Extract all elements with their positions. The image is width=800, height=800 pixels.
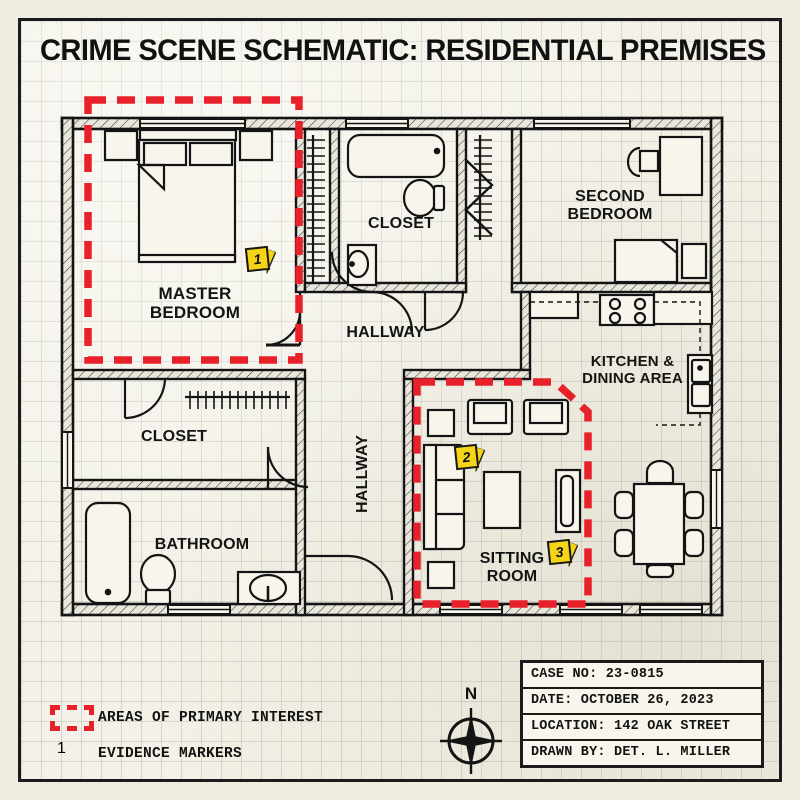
closet-rods (185, 135, 494, 409)
side-table-top (426, 408, 456, 438)
bathtub (346, 133, 446, 179)
dining-chair-top (645, 459, 675, 485)
room-label-closet-upper: CLOSET (367, 215, 435, 232)
dining-chair-left-1 (613, 490, 635, 520)
sink-drain (349, 261, 355, 267)
legend-item-markers: 1 EVIDENCE MARKERS (46, 736, 376, 772)
headboard (138, 128, 238, 142)
counter-right (652, 290, 714, 326)
bed-turned-corner (136, 163, 166, 192)
toilet-base-main (144, 588, 172, 606)
info-row-date: DATE: OCTOBER 26, 2023 (523, 689, 761, 715)
evidence-marker-flap-icon (475, 447, 484, 471)
legend-label-areas: AREAS OF PRIMARY INTEREST (98, 710, 324, 726)
television (559, 474, 575, 528)
sink-bowl-1 (690, 358, 712, 384)
room-label-master-bedroom: MASTER BEDROOM (149, 284, 241, 323)
evidence-marker-3[interactable]: 3 (546, 538, 578, 568)
toilet-tank (432, 184, 446, 212)
bathtub-main-drain (104, 588, 112, 596)
upper-bath-fixtures (346, 133, 446, 287)
sink-basin (346, 249, 370, 279)
evidence-marker-flap-icon (266, 249, 275, 273)
evidence-marker-1-number: 1 (244, 245, 271, 273)
evidence-marker-icon: 1 (57, 740, 87, 768)
dining-furniture (613, 459, 705, 579)
legend-swatch-markers: 1 (46, 740, 98, 768)
areas-of-primary-interest (84, 96, 592, 608)
desk (658, 135, 704, 197)
toilet-bowl (402, 178, 438, 218)
window-mullions (66, 122, 718, 611)
tub-drain (433, 147, 441, 155)
pillow-right (188, 141, 234, 167)
dining-chair-right-2 (683, 528, 705, 558)
legend: AREAS OF PRIMARY INTEREST 1 EVIDENCE MAR… (46, 700, 376, 772)
nightstand-left (103, 129, 139, 162)
armchair-1-cushion (472, 401, 508, 425)
sofa-back (422, 443, 438, 551)
evidence-marker-2-number: 2 (453, 443, 480, 471)
second-bedroom-furniture (613, 135, 708, 284)
page-title: CRIME SCENE SCHEMATIC: RESIDENTIAL PREMI… (40, 34, 766, 67)
sink-drain-kitchen (697, 365, 703, 371)
compass-rose-icon (440, 708, 502, 774)
evidence-marker-2[interactable]: 2 (453, 443, 485, 473)
room-label-hallway-lower: HALLWAY (354, 434, 372, 514)
room-label-bathroom: BATHROOM (154, 536, 250, 553)
room-label-kitchen-dining: KITCHEN & DINING AREA (582, 353, 683, 387)
burner-2 (633, 297, 647, 311)
room-label-hallway-upper: HALLWAY (346, 324, 425, 341)
dining-chair-bottom (645, 563, 675, 579)
burner-4 (633, 311, 647, 325)
coffee-table (482, 470, 522, 530)
legend-label-markers: EVIDENCE MARKERS (98, 746, 243, 762)
kitchen-counter-outline (530, 301, 701, 426)
info-row-location: LOCATION: 142 OAK STREET (523, 715, 761, 741)
dining-chair-left-2 (613, 528, 635, 558)
compass-north-label: N (464, 684, 478, 703)
dashed-red-box-icon (50, 705, 94, 731)
compass-rose: N (440, 684, 502, 778)
burner-3 (608, 311, 622, 325)
info-row-drawn-by: DRAWN BY: DET. L. MILLER (531, 745, 731, 760)
legend-marker-number: 1 (57, 740, 66, 757)
info-box: CASE NO: 23-0815 DATE: OCTOBER 26, 2023 … (520, 660, 764, 768)
burner-1 (608, 297, 622, 311)
pillow-left (142, 141, 188, 167)
nightstand-right (238, 129, 274, 162)
bathtub-main (84, 501, 132, 605)
evidence-marker-3-number: 3 (546, 538, 573, 566)
stove (598, 293, 656, 327)
info-row-case-no: CASE NO: 23-0815 (523, 663, 761, 689)
dining-table (632, 482, 686, 566)
kitchen-fixtures (528, 290, 714, 415)
room-label-sitting-room: SITTING ROOM (479, 550, 545, 585)
sitting-room-furniture (422, 398, 582, 590)
nightstand-second-bedroom (680, 242, 708, 280)
bathroom-fixtures (84, 501, 302, 606)
evidence-marker-1[interactable]: 1 (244, 245, 276, 275)
desk-chair-seat (638, 149, 660, 173)
bed-footboard (137, 253, 237, 264)
legend-swatch-areas (46, 705, 98, 731)
aoi-master-bedroom (84, 96, 303, 364)
room-label-closet-left: CLOSET (140, 428, 208, 445)
bed-turned-corner-2 (660, 239, 679, 282)
master-bedroom-furniture (103, 128, 274, 264)
dining-chair-right-1 (683, 490, 705, 520)
legend-item-areas: AREAS OF PRIMARY INTEREST (46, 700, 376, 736)
toilet-bowl-main (139, 553, 177, 595)
armchair-2-cushion (528, 401, 564, 425)
aoi-sitting-room (413, 378, 592, 608)
desk-chair-back (626, 146, 641, 178)
counter-left (528, 290, 580, 320)
sink-bowl-2 (690, 382, 712, 408)
evidence-marker-flap-icon (568, 542, 577, 566)
room-label-second-bedroom: SECOND BEDROOM (567, 188, 653, 223)
side-table-bottom (426, 560, 456, 590)
